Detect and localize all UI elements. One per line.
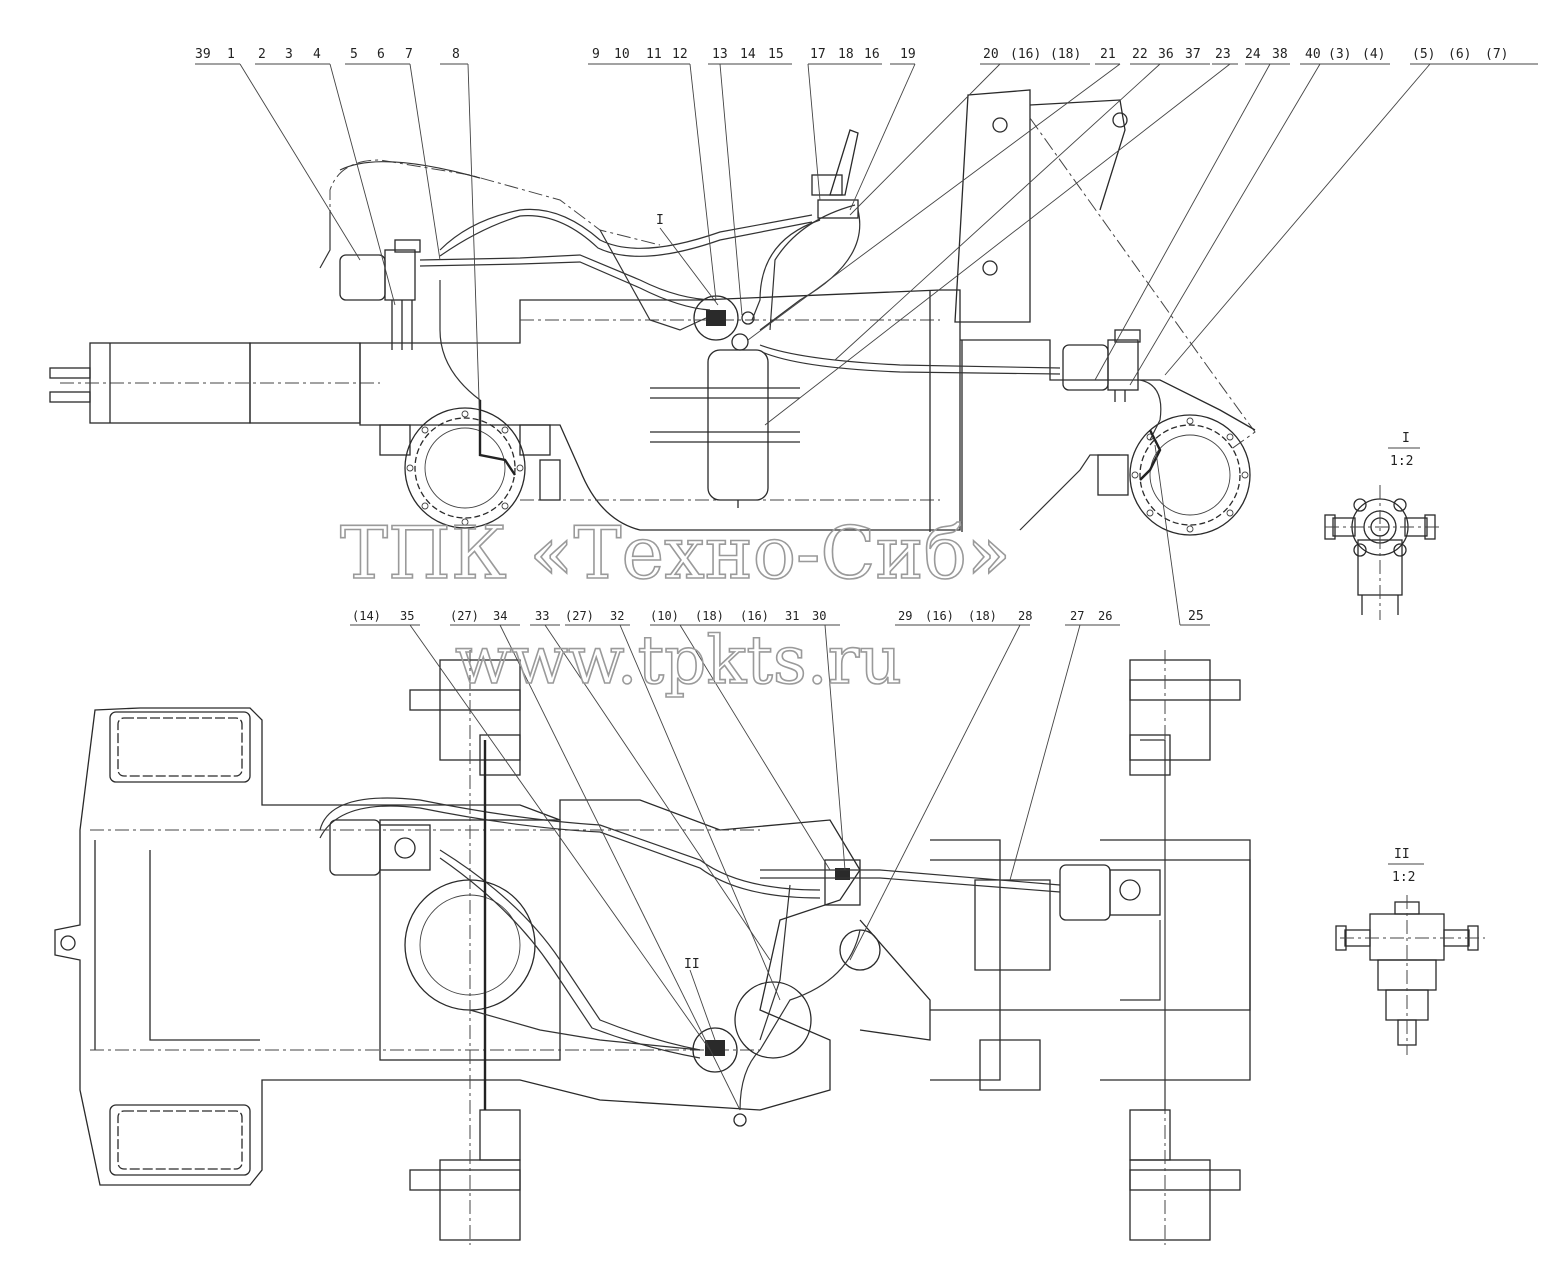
label-37: 37: [1185, 47, 1201, 62]
bottom-view-plan: (14) 35 (27) 34 33 (27) 32 (10) (18) (16…: [54, 609, 1251, 1245]
label-21: 21: [1100, 47, 1116, 62]
label-22: 22: [1132, 47, 1148, 62]
top-view-labels: 39 1 2 3 4 5 6 7 8 9 10 11 12 13 14 15 1…: [195, 47, 1508, 624]
label-6: 6: [377, 47, 385, 62]
label-18-ref: (18): [1050, 47, 1081, 62]
label-4-ref: (4): [1362, 47, 1385, 62]
label-6-ref: (6): [1448, 47, 1471, 62]
label-3: 3: [285, 47, 293, 62]
label-10: 10: [614, 47, 630, 62]
label-18-ref-b: (18): [695, 609, 724, 623]
rear-brake-booster: [1062, 329, 1141, 402]
label-27-ref-b: (27): [565, 609, 594, 623]
brake-lines-top-view: [319, 159, 1162, 531]
label-26: 26: [1098, 609, 1112, 623]
label-38: 38: [1272, 47, 1288, 62]
label-4: 4: [313, 47, 321, 62]
rear-booster-plan: [1059, 864, 1161, 921]
label-33: 33: [535, 609, 549, 623]
watermark: ТПК «Техно-Сиб» www.tpkts.ru: [339, 510, 1011, 700]
distributor-valve-I: [693, 295, 755, 351]
callout-I: I: [656, 213, 664, 228]
rear-axle-assembly: [859, 650, 1251, 1245]
front-brake-booster: [339, 239, 421, 350]
label-18-ref-c: (18): [968, 609, 997, 623]
detail-I-scale: 1:2: [1390, 454, 1413, 469]
label-5-ref: (5): [1412, 47, 1435, 62]
label-14: 14: [740, 47, 756, 62]
front-booster-plan: [329, 819, 431, 876]
label-3-ref: (3): [1328, 47, 1351, 62]
bottom-view-leader-lines: [350, 624, 1120, 1111]
front-wheel-hub: [379, 407, 561, 529]
label-29: 29: [898, 609, 912, 623]
label-1: 1: [227, 47, 235, 62]
front-axle-assembly: [379, 650, 561, 1245]
detail-view-II: II 1:2: [1335, 847, 1485, 1055]
label-14-ref: (14): [352, 609, 381, 623]
label-20: 20: [983, 47, 999, 62]
watermark-company: ТПК «Техно-Сиб»: [340, 511, 1011, 595]
label-24: 24: [1245, 47, 1261, 62]
label-17: 17: [810, 47, 826, 62]
label-7: 7: [405, 47, 413, 62]
label-35: 35: [400, 609, 414, 623]
label-16-ref-b: (16): [740, 609, 769, 623]
label-23: 23: [1215, 47, 1231, 62]
air-tank-plan: [692, 981, 812, 1127]
brake-valve-plan: [824, 859, 881, 971]
label-16-ref-c: (16): [925, 609, 954, 623]
label-34: 34: [493, 609, 507, 623]
label-11: 11: [646, 47, 662, 62]
label-32: 32: [610, 609, 624, 623]
air-reservoir-tank: [650, 349, 800, 508]
watermark-url: www.tpkts.ru: [455, 622, 902, 699]
label-12: 12: [672, 47, 688, 62]
label-15: 15: [768, 47, 784, 62]
label-27: 27: [1070, 609, 1084, 623]
label-19: 19: [900, 47, 916, 62]
label-40: 40: [1305, 47, 1321, 62]
label-5: 5: [350, 47, 358, 62]
label-2: 2: [258, 47, 266, 62]
label-18: 18: [838, 47, 854, 62]
detail-I-title: I: [1402, 431, 1410, 446]
label-30: 30: [812, 609, 826, 623]
label-10-ref: (10): [650, 609, 679, 623]
detail-II-scale: 1:2: [1392, 870, 1415, 885]
label-28: 28: [1018, 609, 1032, 623]
detail-view-I: I 1:2: [1324, 431, 1440, 620]
label-36: 36: [1158, 47, 1174, 62]
brake-lines-bottom-view: [319, 739, 1166, 1111]
label-16: 16: [864, 47, 880, 62]
detail-II-title: II: [1394, 847, 1410, 862]
label-7-ref: (7): [1485, 47, 1508, 62]
top-view-side-elevation: 39 1 2 3 4 5 6 7 8 9 10 11 12 13 14 15 1…: [49, 47, 1538, 626]
label-27-ref-a: (27): [450, 609, 479, 623]
label-9: 9: [592, 47, 600, 62]
callout-II: II: [684, 957, 700, 972]
rear-wheel-hub: [1097, 414, 1251, 536]
label-25: 25: [1188, 609, 1204, 624]
label-16-ref: (16): [1010, 47, 1041, 62]
label-39: 39: [195, 47, 211, 62]
brake-pedal-valve: [811, 129, 859, 219]
label-13: 13: [712, 47, 728, 62]
top-view-leader-lines: [195, 63, 1538, 626]
label-31: 31: [785, 609, 799, 623]
label-8: 8: [452, 47, 460, 62]
bottom-view-labels: (14) 35 (27) 34 33 (27) 32 (10) (18) (16…: [352, 609, 1112, 972]
